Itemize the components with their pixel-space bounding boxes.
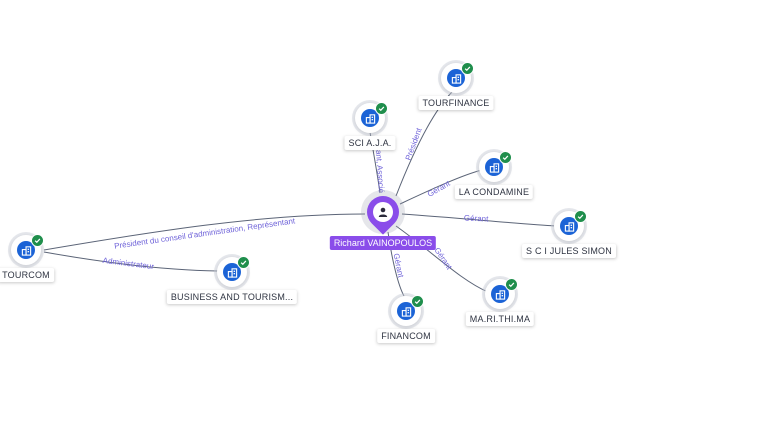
- verified-check-icon: [31, 234, 44, 247]
- company-name-label[interactable]: BUSINESS AND TOURISM...: [166, 290, 298, 304]
- company-name-label[interactable]: TOURCOM: [0, 268, 54, 282]
- relation-edge-tourcom: [43, 213, 366, 251]
- relation-edge-sci-jules-simon: [401, 213, 557, 227]
- verified-check-icon: [375, 102, 388, 115]
- relation-label-tourfinance: Président: [404, 126, 424, 162]
- relation-label-sci-aja: Gérant, Associé: [373, 136, 386, 194]
- verified-check-icon: [461, 62, 474, 75]
- verified-check-icon: [411, 295, 424, 308]
- company-building-icon: [17, 241, 35, 259]
- company-name-label[interactable]: LA CONDAMINE: [454, 185, 534, 199]
- company-name-label[interactable]: FINANCOM: [377, 329, 435, 343]
- relation-label-marithima: Gérant: [433, 246, 455, 272]
- person-name-label[interactable]: Richard VAINOPOULOS: [329, 236, 437, 250]
- company-name-label[interactable]: S C I JULES SIMON: [522, 244, 616, 258]
- company-building-icon: [361, 109, 379, 127]
- company-building-icon: [491, 285, 509, 303]
- company-building-icon: [560, 217, 578, 235]
- company-name-label[interactable]: MA.RI.THI.MA: [465, 312, 535, 326]
- verified-check-icon: [237, 256, 250, 269]
- company-building-icon: [223, 263, 241, 281]
- relation-edge-business-tourism: [43, 251, 219, 272]
- company-building-icon: [485, 158, 503, 176]
- verified-check-icon: [574, 210, 587, 223]
- relation-label-business-tourism: Administrateur: [102, 256, 155, 271]
- relation-edge-marithima: [395, 225, 489, 293]
- relation-edge-la-condamine: [399, 169, 483, 205]
- verified-check-icon: [505, 278, 518, 291]
- verified-check-icon: [499, 151, 512, 164]
- company-name-label[interactable]: SCI A.J.A.: [344, 136, 396, 150]
- relation-label-la-condamine: Gérant: [426, 178, 452, 198]
- relation-label-sci-jules-simon: Gérant: [464, 213, 490, 223]
- relation-label-tourcom: Président du conseil d'administration, R…: [114, 216, 297, 250]
- company-name-label[interactable]: TOURFINANCE: [418, 96, 494, 110]
- company-building-icon: [397, 302, 415, 320]
- company-building-icon: [447, 69, 465, 87]
- user-icon: [373, 202, 393, 222]
- relation-edge-sci-aja: [369, 131, 381, 194]
